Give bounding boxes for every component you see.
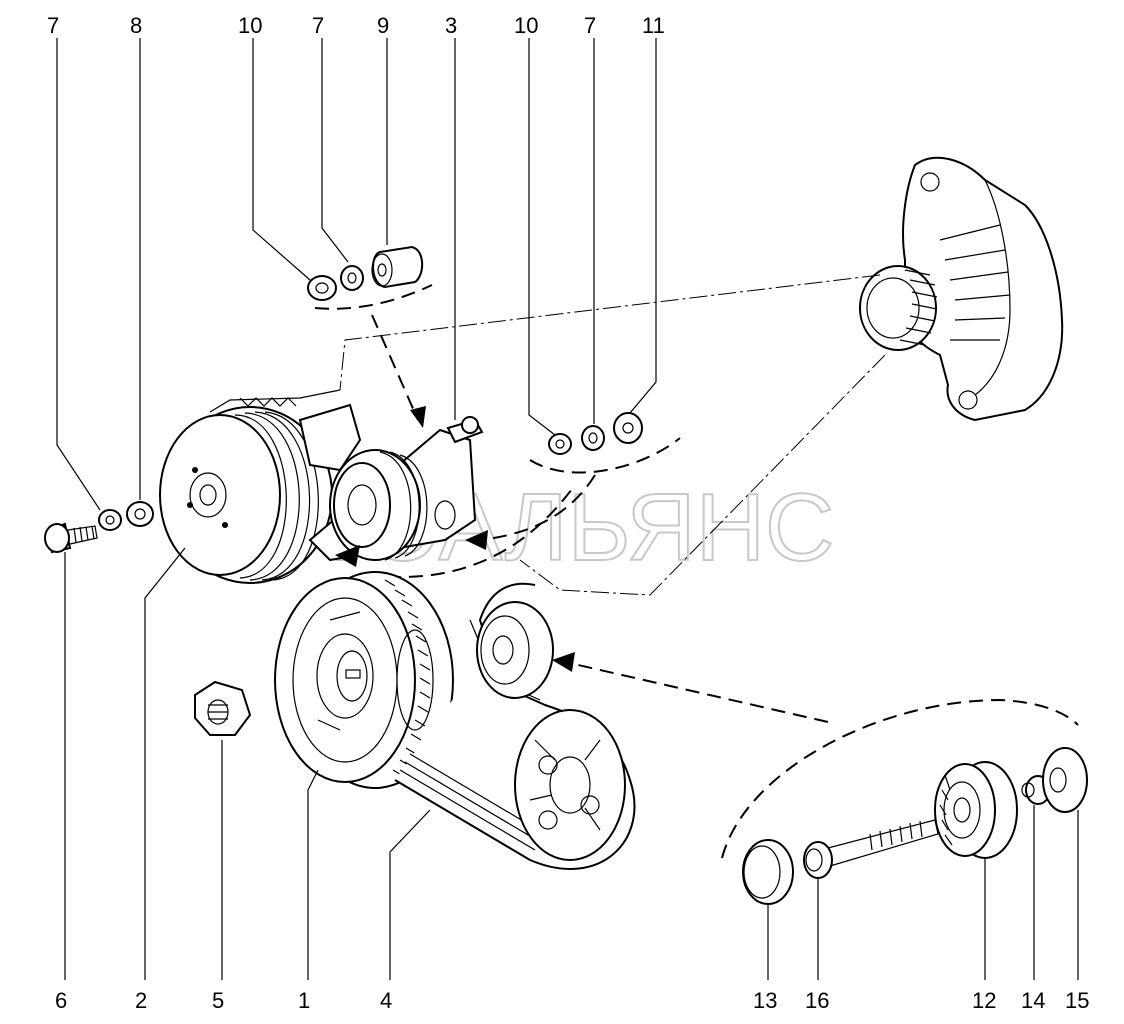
pulley-2 — [159, 389, 341, 584]
idler-pulley-12 — [934, 761, 1018, 859]
callout-13: 13 — [753, 988, 777, 1013]
nut-10-top — [307, 275, 337, 301]
nut-5 — [194, 680, 252, 736]
axis-line-idler — [519, 354, 886, 596]
callout-8: 8 — [130, 13, 142, 38]
callout-6: 6 — [55, 988, 67, 1013]
washer-8 — [126, 501, 154, 527]
arrow-to-idler — [564, 661, 829, 723]
washer-7-left — [98, 509, 122, 531]
leader-lines — [56, 38, 1079, 980]
callouts-top: 7 8 10 7 9 3 10 7 11 — [47, 13, 665, 38]
pump-bracket — [298, 403, 362, 472]
idler-pulley-engine — [476, 601, 554, 699]
callout-16: 16 — [805, 988, 829, 1013]
callout-10b: 10 — [514, 13, 538, 38]
callout-7b: 7 — [312, 13, 324, 38]
group-bracket-middle — [529, 437, 681, 474]
callout-12: 12 — [972, 988, 996, 1013]
cap-13 — [742, 839, 794, 905]
group-bracket-idler — [721, 698, 1079, 859]
washer-7-middle — [581, 425, 605, 451]
callout-7a: 7 — [47, 13, 59, 38]
callout-7c: 7 — [584, 13, 596, 38]
callout-14: 14 — [1021, 988, 1045, 1013]
callout-1: 1 — [298, 988, 310, 1013]
crankshaft-pulley-1 — [274, 571, 454, 789]
callout-3: 3 — [445, 13, 457, 38]
tensioner-3 — [308, 416, 484, 562]
nut-10-middle — [548, 433, 572, 455]
callout-5: 5 — [212, 988, 224, 1013]
callout-11: 11 — [642, 13, 665, 38]
arrow-to-tensioner-2 — [477, 474, 596, 541]
bolt-16 — [803, 819, 939, 879]
callout-4: 4 — [380, 988, 392, 1013]
axis-line-alternator — [339, 274, 881, 391]
callout-10a: 10 — [238, 13, 262, 38]
washer-7-top — [340, 265, 364, 291]
washer-11 — [613, 412, 643, 444]
callout-2: 2 — [135, 988, 147, 1013]
bolt-6 — [44, 522, 98, 554]
water-pump-pulley — [514, 709, 626, 861]
callout-9: 9 — [377, 13, 389, 38]
washer-15 — [1042, 747, 1088, 813]
callout-15: 15 — [1065, 988, 1089, 1013]
spacer-9 — [371, 245, 424, 289]
callouts-bottom: 6 2 5 1 4 13 16 12 14 15 — [55, 988, 1089, 1013]
arrow-to-tensioner — [371, 314, 419, 421]
alternator — [859, 156, 1064, 422]
